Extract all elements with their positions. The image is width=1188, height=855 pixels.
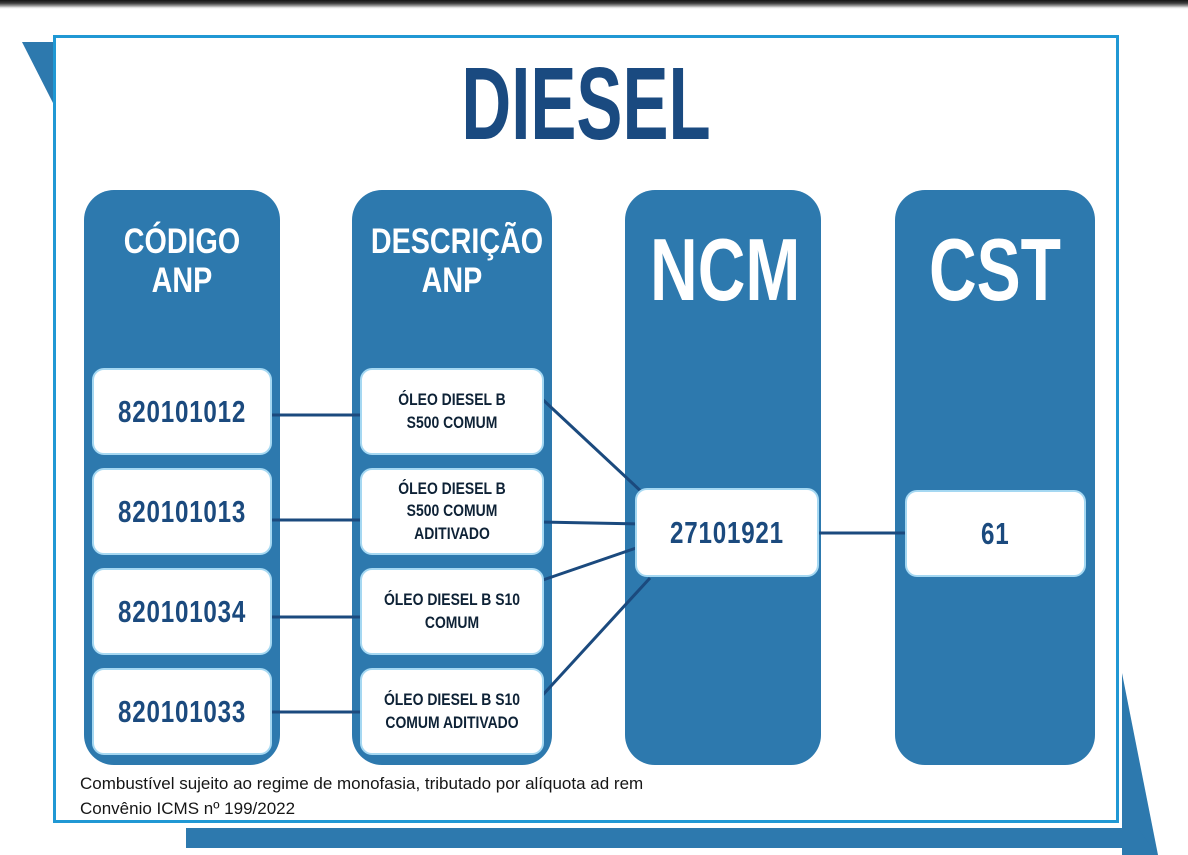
ncm-value: 27101921 [670,514,784,550]
anp-code-value-1: 820101012 [117,393,247,429]
anp-code-value-4: 820101033 [117,693,247,729]
ncm-value-cell: 27101921 [635,488,819,577]
header-codigo-line2: ANP [151,261,213,301]
header-codigo-anp: CÓDIGO ANP [84,222,280,300]
anp-code-cell-4: 820101033 [92,668,272,755]
column-cst [895,190,1095,765]
page-title-text: DIESEL [461,46,711,161]
bottom-accent-bar [186,828,1152,848]
anp-desc-value-1: ÓLEO DIESEL B S500 COMUM [398,390,506,432]
footer-line-2: Convênio ICMS nº 199/2022 [80,798,296,818]
cst-value: 61 [981,515,1010,551]
anp-desc-value-3: ÓLEO DIESEL B S10 COMUM [383,590,521,632]
connector-desc3-ncm [539,544,643,583]
header-descricao-line2: ANP [421,261,483,301]
connector-desc1-ncm [538,395,647,497]
anp-desc-value-2: ÓLEO DIESEL B S500 COMUM ADITIVADO [398,479,506,543]
cst-value-cell: 61 [905,490,1086,577]
column-ncm [625,190,821,765]
anp-code-value-2: 820101013 [117,493,247,529]
anp-desc-cell-3: ÓLEO DIESEL B S10 COMUM [360,568,544,655]
anp-code-cell-3: 820101034 [92,568,272,655]
anp-desc-cell-2: ÓLEO DIESEL B S500 COMUM ADITIVADO [360,468,544,555]
header-descricao-line1: DESCRIÇÃO [370,222,544,261]
connector-desc4-ncm [538,576,652,700]
anp-code-value-3: 820101034 [117,593,247,629]
anp-desc-cell-1: ÓLEO DIESEL B S500 COMUM [360,368,544,455]
anp-code-cell-2: 820101013 [92,468,272,555]
header-ncm-text: NCM [650,220,801,319]
connector-desc2-ncm [539,520,643,526]
header-descricao-anp: DESCRIÇÃO ANP [352,222,552,300]
header-cst: CST [895,226,1095,314]
header-ncm: NCM [625,226,821,314]
anp-desc-value-4: ÓLEO DIESEL B S10 COMUM ADITIVADO [383,690,521,732]
anp-code-cell-1: 820101012 [92,368,272,455]
page-title: DIESEL [53,52,1119,155]
anp-desc-cell-4: ÓLEO DIESEL B S10 COMUM ADITIVADO [360,668,544,755]
footer-line-1: Combustível sujeito ao regime de monofas… [80,774,644,793]
header-codigo-line1: CÓDIGO [123,222,241,261]
header-cst-text: CST [929,220,1061,319]
top-shadow-bar [0,0,1188,9]
footer-note: Combustível sujeito ao regime de monofas… [80,772,1040,821]
